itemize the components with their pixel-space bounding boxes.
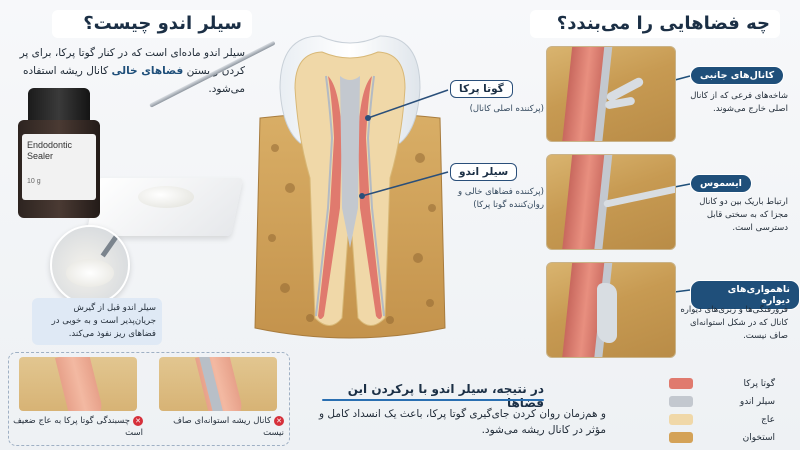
comparison-image-adhesion <box>19 357 137 411</box>
sealer-sublabel: (پرکننده فضاهای خالی و روان‌کننده گوتا پ… <box>458 187 544 210</box>
error-x-icon: ✕ <box>274 415 284 426</box>
comparison-image-uneven <box>159 357 277 411</box>
comparison-caption-text: چسبندگی گوتا پرکا به عاج ضعیف است <box>13 416 143 438</box>
bottle-label-size: 10 g <box>27 178 41 185</box>
bottle-cap <box>28 88 90 122</box>
isthmus-desc: ارتباط باریک بین دو کانال مجزا که به سخت… <box>699 197 788 233</box>
sealer-layer-center <box>340 76 360 248</box>
comparison-caption-adhesion: ✕چسبندگی گوتا پرکا به عاج ضعیف است <box>13 415 143 439</box>
lateral-canals-desc: شاخه‌های فرعی که از کانال اصلی خارج می‌ش… <box>690 91 788 114</box>
legend-gutta-percha: گوتا پرکا <box>665 376 775 392</box>
left-title: سیلر اندو چیست؟ <box>52 10 252 38</box>
comparison-caption-uneven: ✕کانال ریشه استوانه‌ای صاف نیست <box>154 415 284 439</box>
tooth-cross-section <box>254 35 446 339</box>
sealer-bottle: Endodontic Sealer 10 g <box>18 88 100 218</box>
flow-caption: سیلر اندو قبل از گیرش جریان‌پذیر است و ب… <box>32 298 162 345</box>
result-text: و هم‌زمان روان کردن جای‌گیری گوتا پرکا، … <box>319 408 606 436</box>
panel-wall-irregularities <box>546 262 676 358</box>
result-underline <box>322 399 544 401</box>
legend-swatch <box>669 396 693 407</box>
isthmus-band <box>603 185 675 208</box>
bottle-body: Endodontic Sealer 10 g <box>18 120 100 218</box>
legend-swatch <box>669 432 693 443</box>
flow-zoom-circle <box>50 225 130 305</box>
comparison-box: ✕کانال ریشه استوانه‌ای صاف نیست ✕چسبندگی… <box>8 352 290 446</box>
sealer-paste-blob <box>138 186 194 208</box>
legend-label: گوتا پرکا <box>743 379 775 389</box>
gutta-percha-sublabel: (پرکننده اصلی کانال) <box>469 104 544 114</box>
sealer-left-edge <box>315 75 334 317</box>
bottle-label-line2: Sealer <box>27 151 54 161</box>
legend-sealer: سیلر اندو <box>665 394 775 410</box>
canal-shape <box>55 357 105 411</box>
legend-label: استخوان <box>742 433 775 443</box>
legend-swatch <box>669 378 693 389</box>
flowing-sealer <box>66 259 114 287</box>
bottle-label-line1: Endodontic <box>27 140 73 150</box>
gutta-percha-left <box>318 76 342 319</box>
wall-irregularities-label: ناهمواری‌های دیواره <box>690 280 800 310</box>
intro-part-3: کانال ریشه استفاده می‌شود. <box>22 65 245 95</box>
panel-isthmus <box>546 154 676 250</box>
legend-label: سیلر اندو <box>739 397 775 407</box>
legend-dentin: عاج <box>665 412 775 428</box>
intro-text: سیلر اندو ماده‌ای است که در کنار گوتا پر… <box>5 44 245 98</box>
bottle-label: Endodontic Sealer 10 g <box>22 134 96 200</box>
lateral-canals-label: کانال‌های جانبی <box>690 66 785 85</box>
panel-lateral-canals <box>546 46 676 142</box>
sealer-label: سیلر اندو <box>450 163 518 181</box>
gutta-percha-label: گوتا پرکا <box>450 80 513 98</box>
isthmus-label: ایسموس <box>690 174 752 193</box>
intro-highlight: فضاهای خالی <box>111 65 184 77</box>
legend-swatch <box>669 414 693 425</box>
legend-label: عاج <box>761 415 775 425</box>
irregular-sealer <box>597 283 617 343</box>
right-title: چه فضاهایی را می‌بندد؟ <box>530 10 780 38</box>
gutta-percha-right <box>358 76 382 319</box>
comparison-caption-text: کانال ریشه استوانه‌ای صاف نیست <box>173 416 284 438</box>
bone-pores <box>268 144 436 324</box>
legend-bone: استخوان <box>665 430 775 446</box>
error-x-icon: ✕ <box>133 415 143 426</box>
wall-irregularities-desc: فرورفتگی‌ها و زبری‌های دیواره کانال که د… <box>680 305 788 341</box>
